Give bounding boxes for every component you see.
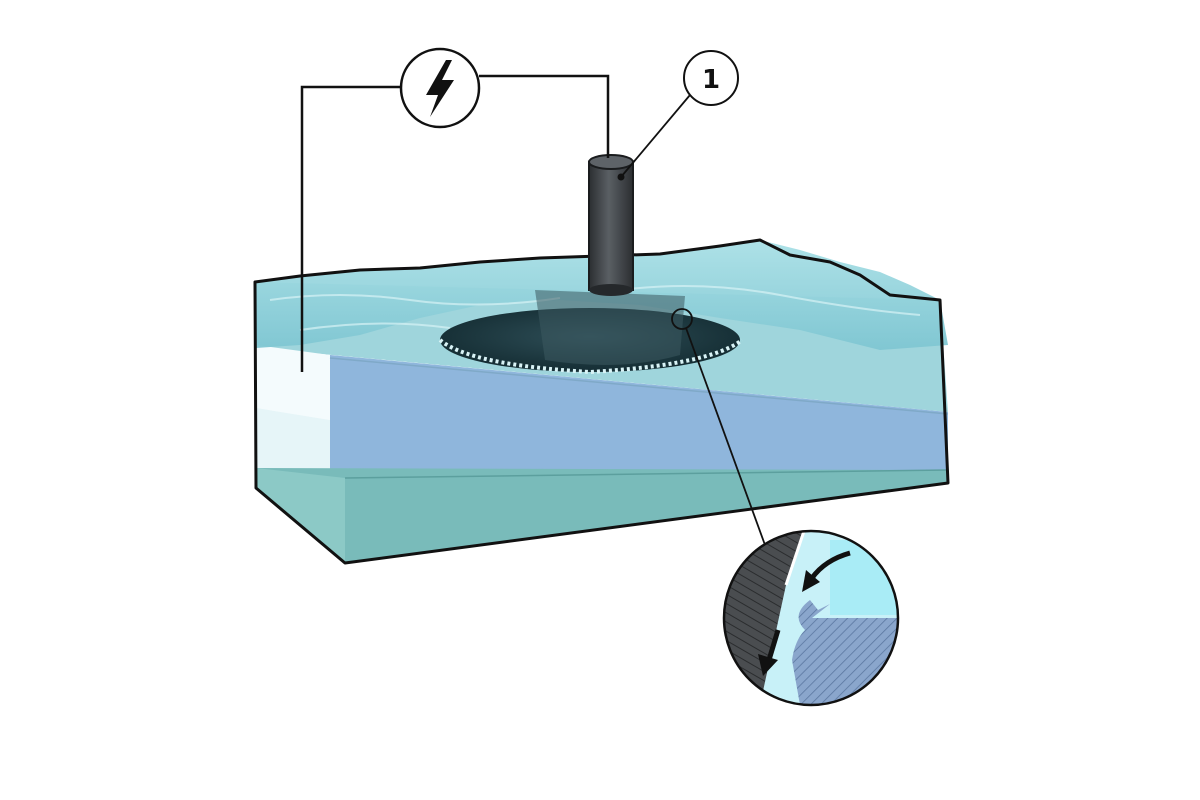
arrow-curved-icon [809,550,851,580]
crater-rim [438,338,744,375]
electrode [588,154,634,296]
circuit-wire-right [479,74,610,158]
electrode-body [588,161,634,291]
arrow-down-icon [766,629,781,661]
block-outline [253,238,950,565]
callout-circle [683,50,739,106]
layer-line-1 [329,357,949,415]
teal-layer-side [256,468,345,563]
detail-spark-edge [784,531,807,586]
detail-circle-outline [722,529,900,707]
electrode-bottom [589,284,633,296]
detail-electrode-section [724,531,805,705]
layer-line-2 [344,469,949,479]
detail-source-marker [671,308,693,330]
callout-leader-line [620,94,691,178]
circuit-wire-left [300,85,402,372]
callout-1: 1 [620,50,739,178]
callout-label: 1 [702,65,720,95]
arrow-curved-head-icon [802,570,820,592]
white-band [256,345,330,420]
electrode-cavity [535,290,685,365]
surface-ripples [269,285,921,331]
blue-layer-front [330,355,948,470]
arrow-down-head-icon [758,654,778,676]
blue-layer-left [256,408,330,470]
workpiece-block [253,238,950,565]
power-circuit [300,47,610,372]
detail-leader-line [685,327,766,546]
electrode-top [588,154,634,170]
lightning-bolt-icon [426,60,454,117]
teal-layer-front [256,468,948,563]
